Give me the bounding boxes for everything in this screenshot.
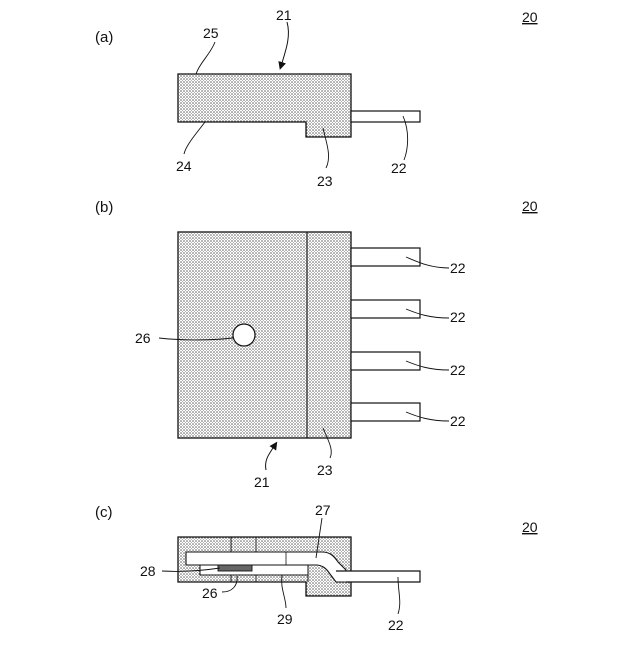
hole-26 bbox=[233, 324, 255, 346]
label-26-c: 26 bbox=[202, 585, 218, 601]
label-25: 25 bbox=[203, 25, 219, 41]
label-22-2: 22 bbox=[450, 309, 466, 325]
label-24: 24 bbox=[176, 158, 192, 174]
leader-24 bbox=[184, 122, 205, 154]
lead-4 bbox=[351, 403, 420, 421]
label-26: 26 bbox=[135, 330, 151, 346]
panel-a-figure-number: 20 bbox=[522, 9, 538, 25]
panel-c-figure-number: 20 bbox=[522, 519, 538, 535]
label-22-3: 22 bbox=[450, 362, 466, 378]
panel-a-label: (a) bbox=[95, 29, 113, 46]
panel-b-label: (b) bbox=[95, 199, 113, 216]
label-28: 28 bbox=[140, 563, 156, 579]
package-body-side bbox=[178, 74, 351, 137]
label-29: 29 bbox=[277, 611, 293, 627]
arrow-21 bbox=[281, 22, 288, 66]
panel-b-figure-number: 20 bbox=[522, 198, 538, 214]
label-22-1: 22 bbox=[450, 260, 466, 276]
package-body-top bbox=[178, 232, 351, 438]
arrow-21-b bbox=[266, 445, 275, 470]
die-pad-29 bbox=[200, 565, 308, 575]
panel-a: (a) 20 21 25 24 23 22 bbox=[95, 7, 538, 189]
label-22-c: 22 bbox=[388, 617, 404, 633]
chip-28 bbox=[218, 565, 252, 571]
label-22: 22 bbox=[391, 160, 407, 176]
label-23: 23 bbox=[317, 173, 333, 189]
label-27: 27 bbox=[315, 502, 331, 518]
lead-section bbox=[336, 571, 420, 582]
panel-b: (b) 20 26 22 22 22 22 21 23 bbox=[95, 198, 538, 490]
lead-2 bbox=[351, 300, 420, 318]
label-23-b: 23 bbox=[317, 462, 333, 478]
label-21-b: 21 bbox=[254, 474, 270, 490]
lead-side bbox=[351, 111, 420, 122]
lead-1 bbox=[351, 248, 420, 266]
label-21: 21 bbox=[276, 7, 292, 23]
panel-c: (c) 20 27 28 26 29 22 bbox=[95, 502, 538, 633]
panel-c-label: (c) bbox=[95, 504, 113, 521]
lead-3 bbox=[351, 352, 420, 370]
leader-25 bbox=[196, 42, 215, 74]
label-22-4: 22 bbox=[450, 413, 466, 429]
